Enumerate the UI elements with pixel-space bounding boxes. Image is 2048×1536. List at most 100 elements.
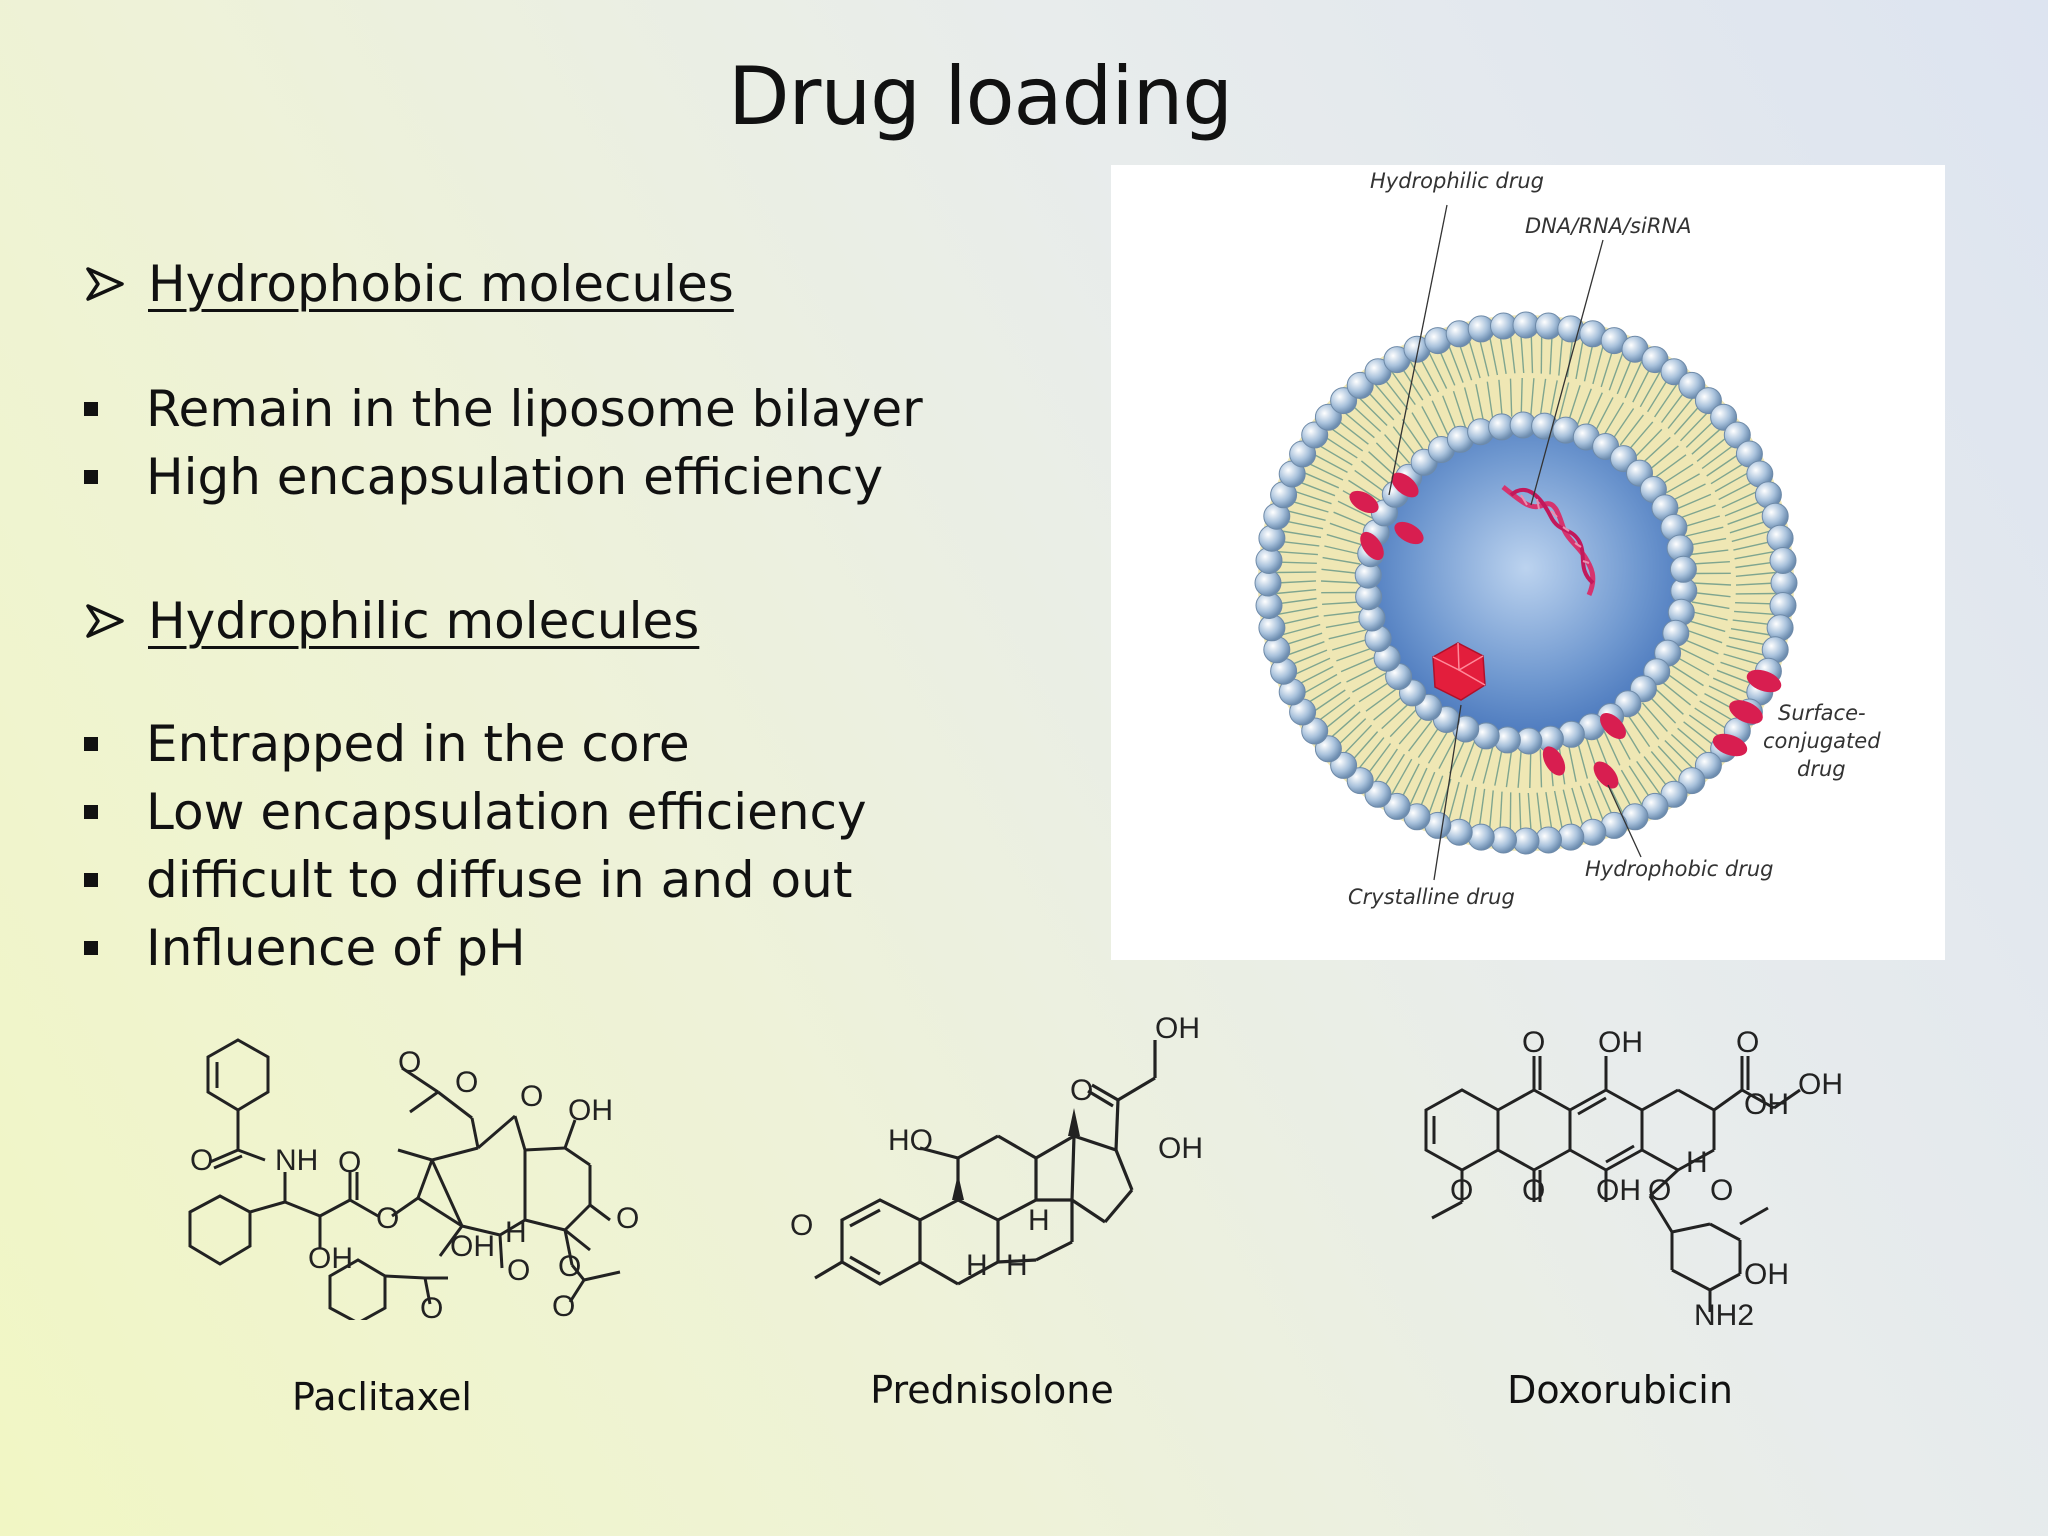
- lipid-tail: [1417, 725, 1441, 758]
- lipid-head: [1445, 320, 1473, 348]
- bullet-text: High encapsulation efficiency: [146, 448, 884, 506]
- lipid-head: [1258, 524, 1286, 552]
- lipid-tail: [1583, 342, 1594, 382]
- lipid-tail: [1448, 781, 1460, 821]
- bullet-item: Low encapsulation efficiency: [84, 783, 867, 841]
- lipid-tail: [1408, 720, 1433, 752]
- lipid-tail: [1488, 335, 1499, 376]
- lipid-tail: [1384, 434, 1411, 464]
- chem-label-o: O: [1522, 1026, 1545, 1059]
- lipid-tail: [1600, 348, 1614, 388]
- lipid-head: [1301, 717, 1329, 745]
- lipid-tail: [1329, 711, 1361, 739]
- hydrophilic-drug-particles: [1349, 472, 1424, 561]
- lipid-tail: [1690, 549, 1729, 556]
- lipid-tail: [1567, 385, 1581, 422]
- lipid-tail: [1679, 647, 1715, 666]
- lipid-tail: [1616, 356, 1634, 395]
- lipid-tail: [1636, 760, 1661, 795]
- lipid-head: [1766, 614, 1794, 642]
- lipid-head: [1535, 312, 1562, 340]
- lipid-tail: [1277, 606, 1318, 615]
- lipid-tail: [1322, 556, 1361, 565]
- heading-label: Hydrophilic molecules: [148, 592, 700, 650]
- lipid-tail: [1320, 580, 1360, 584]
- lipid-tail: [1389, 708, 1418, 738]
- lipid-tail: [1683, 515, 1721, 528]
- lipid-tail: [1603, 402, 1625, 436]
- lipid-head: [1660, 780, 1688, 808]
- label-hydrophilic-drug: Hydrophilic drug: [1370, 169, 1544, 193]
- lipid-tail: [1321, 568, 1360, 575]
- lipid-tail: [1677, 727, 1709, 755]
- chem-label-oh: OH: [1598, 1026, 1643, 1059]
- lipid-tail: [1323, 435, 1358, 459]
- bullet-text: difficult to diffuse in and out: [146, 851, 853, 909]
- lipid-tail: [1458, 784, 1469, 824]
- bullet-text: Remain in the liposome bilayer: [146, 380, 923, 438]
- lipid-tail: [1478, 337, 1490, 377]
- lipid-tail: [1336, 718, 1367, 747]
- lipid-tail: [1336, 419, 1369, 445]
- lipid-tail: [1723, 653, 1763, 666]
- lipid-tail: [1576, 741, 1589, 779]
- lipid-tail: [1536, 792, 1543, 833]
- lipid-tail: [1382, 753, 1405, 789]
- chem-label-o: O: [455, 1066, 478, 1099]
- lipid-tail: [1734, 551, 1775, 560]
- lipid-tail: [1731, 530, 1771, 543]
- lipid-tail: [1428, 775, 1444, 814]
- lipid-tail: [1641, 436, 1671, 464]
- lipid-tail: [1685, 419, 1716, 448]
- lipid-tail: [1381, 702, 1411, 730]
- lipid-tail: [1727, 510, 1766, 525]
- chem-label-o: O: [376, 1202, 399, 1235]
- chem-label-o: O: [616, 1202, 639, 1235]
- square-bullet-icon: [84, 402, 98, 416]
- lipid-tail: [1297, 665, 1334, 686]
- lipid-tail: [1468, 339, 1481, 379]
- lipid-tail: [1428, 352, 1448, 389]
- lipid-tail: [1283, 520, 1324, 530]
- lipid-tail: [1643, 756, 1670, 789]
- lipid-tails: [1275, 333, 1777, 833]
- lipid-tail: [1530, 333, 1534, 374]
- lipid-tail: [1452, 390, 1467, 428]
- lipid-tail: [1588, 783, 1604, 822]
- label-leader-lines: [1388, 204, 1642, 881]
- lipid-tail: [1696, 435, 1729, 462]
- chem-label-o: O: [190, 1144, 213, 1177]
- lipid-tail: [1634, 428, 1663, 458]
- lipid-tail: [1735, 602, 1776, 605]
- chem-label-o: O: [1070, 1074, 1093, 1107]
- lipid-tail: [1409, 767, 1428, 805]
- lipid-tail: [1611, 408, 1635, 441]
- lipid-tail: [1694, 707, 1729, 731]
- lipid-tail: [1575, 339, 1584, 380]
- lipid-tail: [1458, 341, 1473, 381]
- bullet-item: difficult to diffuse in and out: [84, 851, 852, 909]
- slide-title: Drug loading: [727, 50, 1233, 143]
- lipid-tail: [1343, 411, 1375, 439]
- lipid-head: [1255, 547, 1283, 574]
- lipid-tail: [1427, 730, 1449, 764]
- lipid-tail: [1627, 714, 1651, 747]
- lipid-tail: [1648, 695, 1677, 724]
- doxorubicin-skeletal-formula: O OH O OH OH H O O OH O O OH NH2: [1424, 1026, 1843, 1332]
- lipid-tail: [1478, 788, 1486, 829]
- bullet-item: Entrapped in the core: [84, 715, 690, 773]
- lipid-tail: [1431, 400, 1449, 436]
- lipid-tail: [1539, 749, 1543, 788]
- label-hydrophobic-drug: Hydrophobic drug: [1585, 857, 1774, 881]
- chem-label-o: O: [507, 1254, 530, 1287]
- lipid-tail: [1517, 749, 1522, 788]
- lipid-tail: [1579, 785, 1594, 825]
- lipid-tail: [1733, 540, 1773, 551]
- lipid-tail: [1329, 427, 1364, 452]
- chem-label-o: O: [1522, 1174, 1545, 1207]
- caption-doxorubicin: Doxorubicin: [1507, 1368, 1733, 1412]
- lipid-tail: [1346, 664, 1381, 683]
- lipid-tail: [1324, 545, 1362, 556]
- lipid-tail: [1730, 628, 1771, 636]
- lipid-tail: [1438, 348, 1456, 386]
